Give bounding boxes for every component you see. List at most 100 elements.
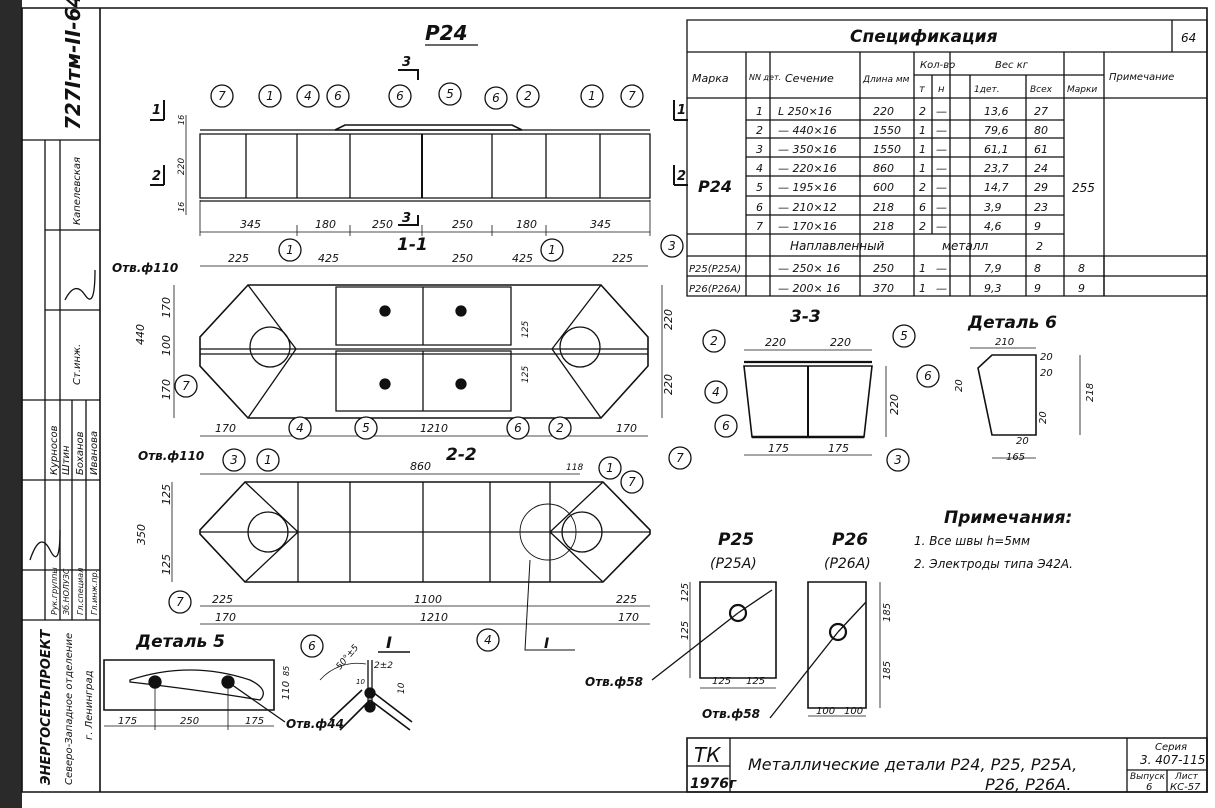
spec-extra-weight-one: 9,3 [984, 282, 1002, 295]
dim-s11-bot-1: 1210 [420, 422, 448, 435]
dim-d6-7: 218 [1085, 383, 1096, 402]
callout-bubble [661, 235, 683, 257]
left-stamp: 727Ітм-ІІ-64 Капелевская Ст.инж. Зб.НОЛУ… [22, 0, 100, 785]
spec-row-nn: 3 [756, 143, 763, 156]
dim-dI-1: 2±2 [374, 661, 393, 671]
spec-row-qty-m: 2 [919, 181, 926, 194]
dim-s11-left-0: 440 [134, 324, 147, 345]
sheet-number: 64 [1181, 31, 1196, 45]
dim-d6-5: 20 [1016, 436, 1029, 447]
notes: Примечания: 1. Все швы h=5мм 2. Электрод… [914, 508, 1073, 571]
title-p26a: (P26A) [824, 556, 871, 572]
drawing-code: 727Ітм-ІІ-64 [61, 0, 85, 130]
dim-topv-2: 16 [177, 202, 186, 212]
callout-bubble [621, 85, 643, 107]
dim-s33-bot-1: 175 [828, 442, 849, 455]
callout-number: 4 [484, 633, 492, 647]
title-section-2-2: 2-2 [446, 445, 477, 465]
callout-number: 6 [722, 419, 730, 433]
list-label: Лист [1174, 772, 1199, 782]
hdr-dlina: Длина мм [862, 75, 910, 85]
notes-title: Примечания: [944, 508, 1072, 528]
view-p24-top: 1 2 1 2 3 3 345 180 250 250 180 345 16 2… [150, 55, 688, 236]
dim-s11-top-1: 425 [318, 252, 339, 265]
dim-s11-top-4: 225 [612, 252, 633, 265]
spec-extra-mark: P26(P26A) [689, 284, 741, 295]
weld-value: 2 [1036, 240, 1043, 253]
spec-row-qty-m: 2 [919, 105, 926, 118]
spec-row-section: — 195×16 [778, 181, 837, 194]
dim-s22-left-2: 125 [160, 554, 173, 575]
spec-row-qty-n: — [936, 143, 947, 156]
name-kapelevskaya: Капелевская [72, 157, 83, 225]
callout-number: 6 [396, 89, 404, 103]
spec-row-section: — 350×16 [778, 143, 837, 156]
hdr-m: т [919, 84, 926, 95]
hdr-ves: Вес кг [995, 60, 1029, 71]
dim-s22-b2-0: 170 [215, 611, 236, 624]
dim-s11-left-3: 170 [160, 379, 173, 400]
dim-s33-top-1: 220 [830, 336, 851, 349]
callout-bubble [517, 85, 539, 107]
callout-number: 7 [182, 379, 190, 393]
spec-extra-length: 370 [873, 282, 894, 295]
hdr-marka: Марка [692, 72, 729, 85]
dim-d5-4: 85 [282, 666, 291, 676]
list-value: КС-57 [1170, 782, 1201, 793]
dim-top-3: 250 [452, 218, 473, 231]
callout-bubble [703, 330, 725, 352]
dim-s22-top-0: 860 [410, 460, 431, 473]
spec-row-weight-one: 13,6 [984, 105, 1009, 118]
callout-bubble [621, 471, 643, 493]
spec-extra-length: 250 [873, 262, 894, 275]
spec-row-weight-all: 80 [1034, 124, 1048, 137]
spec-row-section: L 250×16 [778, 105, 832, 118]
dim-p26-3: 185 [882, 661, 893, 680]
callout-number: 7 [676, 451, 684, 465]
note-2: 2. Электроды типа Э42А. [914, 557, 1073, 571]
dim-s33-bot-0: 175 [768, 442, 789, 455]
dim-s22-b1-0: 225 [212, 593, 233, 606]
hole-110-a: Отв.ф110 [112, 261, 178, 275]
dim-d6-0: 210 [995, 337, 1014, 348]
spec-table: Спецификация Марка NN дет. Сечение Длина… [687, 20, 1207, 296]
spec-row-length: 220 [873, 105, 894, 118]
dim-top-5: 345 [590, 218, 611, 231]
weld-label2: металл [942, 239, 988, 253]
spec-row-weight-all: 27 [1034, 105, 1048, 118]
title-section-1-1: 1-1 [397, 235, 428, 255]
spec-extra-qty-m: 1 [919, 282, 926, 295]
title-detail-I: I [386, 633, 392, 652]
spec-row-length: 600 [873, 181, 894, 194]
dim-dI-3: 10 [356, 678, 365, 686]
callout-bubble [297, 85, 319, 107]
spec-row-qty-m: 1 [919, 124, 926, 137]
dim-d6-4: 20 [1038, 411, 1049, 424]
hdr-nn: NN дет. [749, 73, 781, 82]
name-1: Штин [61, 445, 72, 475]
callout-number: 7 [176, 595, 184, 609]
callout-bubble [705, 381, 727, 403]
callout-number: 3 [668, 239, 676, 253]
spec-extra-weight-one: 7,9 [984, 262, 1002, 275]
svg-text:I: I [544, 636, 549, 652]
dim-s11-left-2: 100 [160, 335, 173, 356]
dim-d5-3: 110 [281, 681, 292, 700]
dim-s22-b2-2: 170 [618, 611, 639, 624]
spec-row-length: 218 [873, 201, 894, 214]
callout-number: 3 [894, 453, 902, 467]
dim-s22-b1-2: 225 [616, 593, 637, 606]
dim-s11-bot-0: 170 [215, 422, 236, 435]
spec-row-qty-n: — [936, 162, 947, 175]
hdr-marki: Марки [1067, 85, 1097, 95]
spec-extra-qty-n: — [936, 262, 947, 275]
dim-s11-bot-2: 170 [616, 422, 637, 435]
year: 1976г [690, 776, 737, 792]
hole-44: Отв.ф44 [286, 717, 344, 731]
callout-bubble [169, 591, 191, 613]
callout-bubble [669, 447, 691, 469]
callout-number: 1 [588, 89, 596, 103]
name-3: Иванова [89, 431, 100, 475]
tk-label: ТК [694, 743, 721, 767]
spec-row-nn: 5 [756, 181, 763, 194]
